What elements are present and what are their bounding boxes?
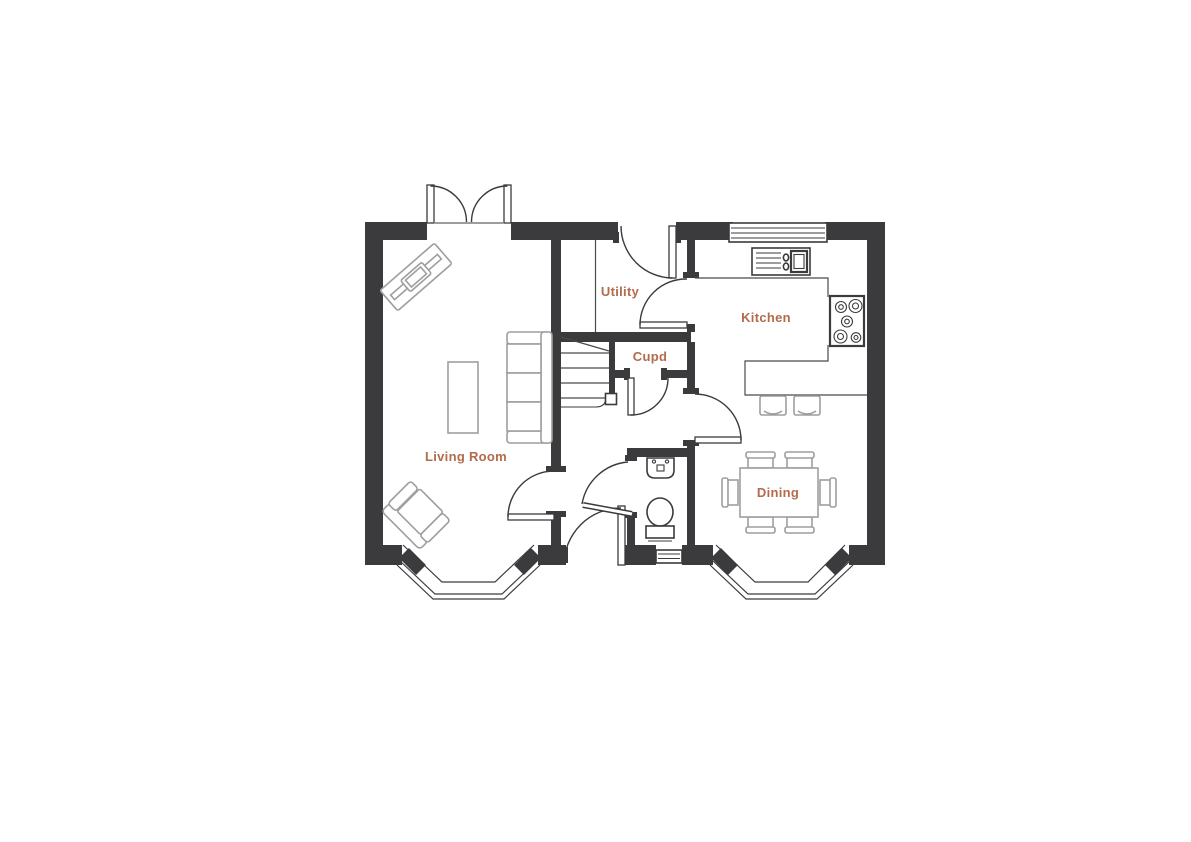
- kitchen-label: Kitchen: [741, 310, 791, 325]
- dining-label: Dining: [757, 485, 799, 500]
- cupboard-door: [627, 377, 669, 416]
- wc-door: [581, 461, 633, 517]
- kitchen-window: [728, 222, 828, 243]
- wc-window: [655, 549, 683, 564]
- interior-walls: [546, 232, 699, 563]
- coffee-table: [447, 361, 479, 434]
- kitchen-hob: [828, 294, 866, 348]
- living-room-bay-window: [396, 544, 541, 600]
- dining-set: [721, 451, 837, 534]
- breakfast-stool: [759, 395, 787, 416]
- dining-chair: [745, 516, 776, 534]
- utility-kitchen-door: [639, 278, 688, 329]
- french-doors: [426, 184, 512, 224]
- dining-chair: [784, 451, 815, 469]
- living-room-label: Living Room: [425, 449, 507, 464]
- front-door: [563, 505, 626, 566]
- dining-chair: [784, 516, 815, 534]
- utility-external-door: [620, 225, 677, 279]
- cupboard-label: Cupd: [633, 349, 667, 364]
- dining-chair: [819, 477, 837, 508]
- dining-chair: [745, 451, 776, 469]
- staircase: [560, 336, 618, 408]
- dining-table: [739, 467, 819, 518]
- wc-basin: [646, 457, 675, 479]
- sofa: [506, 331, 553, 444]
- kitchen-counter: [695, 277, 867, 396]
- tv-unit: [379, 243, 453, 311]
- wc-toilet: [645, 497, 675, 542]
- hall-kitchen-door: [694, 393, 742, 444]
- dining-bay-window: [709, 544, 854, 600]
- utility-label: Utility: [601, 284, 640, 299]
- armchair: [382, 481, 450, 549]
- exterior-walls: [365, 222, 885, 575]
- breakfast-stool: [793, 395, 821, 416]
- living-room-door: [507, 470, 555, 521]
- dining-chair: [721, 477, 739, 508]
- kitchen-sink: [751, 247, 811, 276]
